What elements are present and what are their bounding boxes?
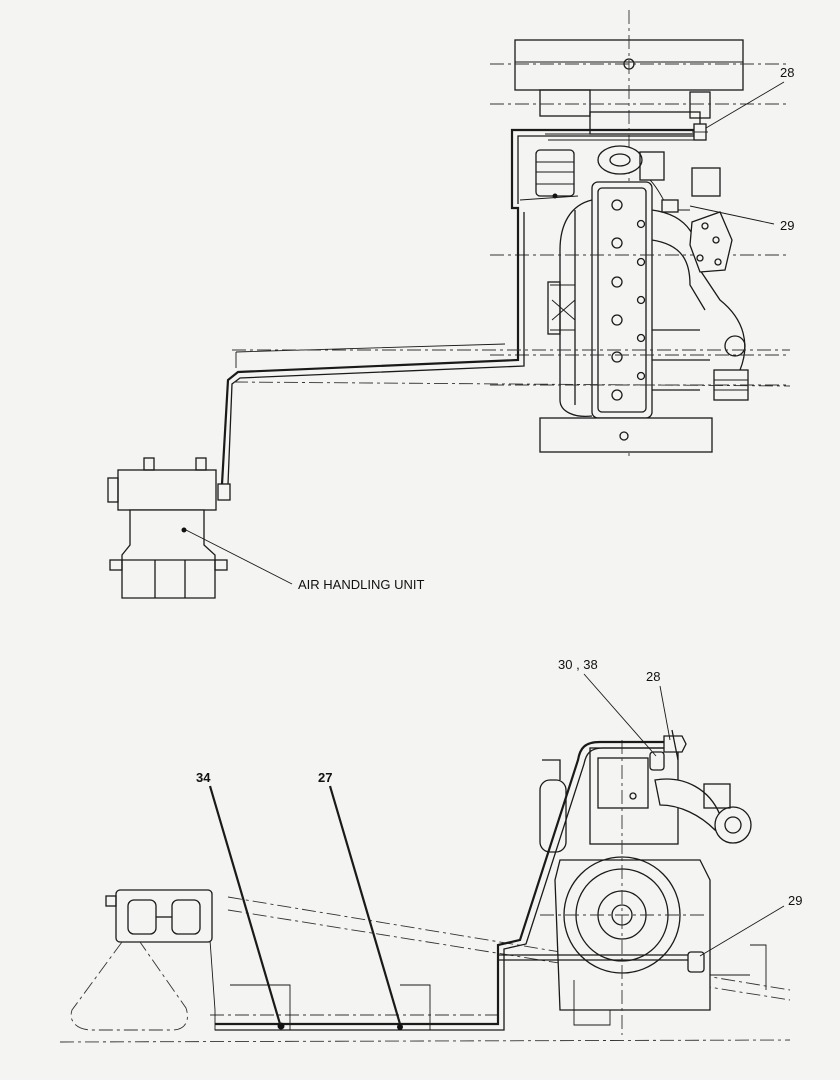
callout-30-38: 30 , 38 — [558, 657, 598, 672]
air-handling-unit-label: AIR HANDLING UNIT — [298, 577, 424, 592]
alternator — [535, 149, 575, 199]
air-handling-unit — [107, 457, 228, 599]
top-leaders — [185, 81, 785, 585]
air-handling-unit-side — [70, 889, 213, 1031]
fan-assembly — [490, 89, 790, 141]
callout-34: 34 — [196, 770, 211, 785]
callout-29-top: 29 — [780, 218, 794, 233]
fitting-29-top — [661, 199, 679, 213]
callout-29-side: 29 — [788, 893, 802, 908]
flywheel-housing-top — [539, 417, 713, 453]
callout-28-top: 28 — [780, 65, 794, 80]
water-pump — [597, 145, 721, 197]
air-line-top — [217, 128, 791, 501]
fitting-29-side — [687, 951, 705, 973]
engine-side — [539, 740, 752, 1035]
top-view — [107, 10, 791, 599]
fitting-28-side — [663, 729, 687, 761]
radiator-top — [490, 10, 790, 460]
mounting-bracket-top — [689, 211, 733, 273]
callout-28-side: 28 — [646, 669, 660, 684]
callout-27: 27 — [318, 770, 332, 785]
fitting-28-top — [692, 123, 708, 141]
fitting-30-38-side — [649, 751, 665, 771]
air-line-side — [215, 740, 690, 1031]
side-view — [59, 729, 791, 1043]
side-leaders — [208, 673, 785, 1025]
